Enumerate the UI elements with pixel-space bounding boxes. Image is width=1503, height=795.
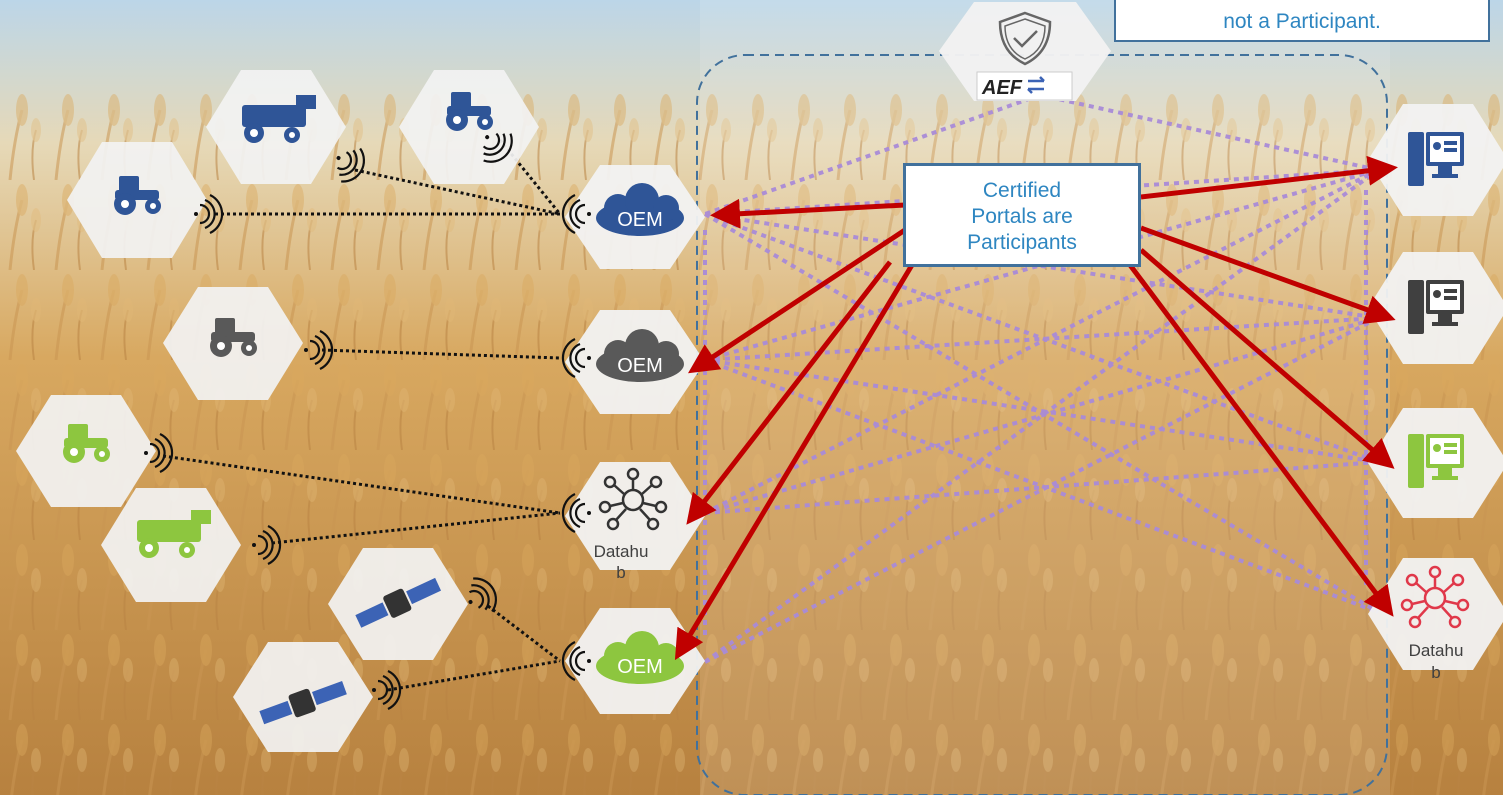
- oem-label: OEM: [617, 656, 663, 678]
- computer-portal-icon: [1408, 280, 1464, 334]
- purple-link: [1039, 93, 1379, 172]
- purple-link: [704, 168, 1379, 362]
- tractor-icon: [210, 318, 257, 357]
- purple-link: [704, 316, 1379, 515]
- device-links: [162, 139, 562, 692]
- hex-datahub-right: Datahu b: [1368, 558, 1503, 682]
- hex-satellite-2: [233, 642, 402, 752]
- satellite-icon: [259, 681, 347, 725]
- hex-aef-certification: AEF: [939, 2, 1111, 101]
- hex-oem-green: OEM: [561, 608, 705, 714]
- purple-link: [704, 358, 1379, 464]
- callout-line-2: Portals are: [971, 205, 1073, 228]
- hex-green-tractor: [16, 395, 174, 507]
- link-small-tractor-oem: [498, 139, 562, 215]
- link-satellite-2-oem: [387, 659, 561, 692]
- purple-link: [704, 168, 1379, 216]
- oem-label: OEM: [617, 209, 663, 231]
- combine-harvester-icon: [137, 510, 211, 558]
- arrow-to-computer-grey: [1140, 225, 1396, 324]
- participant-arrows: [674, 155, 1398, 661]
- hex-computer-blue: [1368, 104, 1503, 216]
- hub-icon: [598, 467, 668, 531]
- hex-blue-tractor-left: [67, 142, 224, 258]
- datahub-label-line2: b: [1431, 663, 1440, 682]
- purple-link: [704, 460, 1379, 515]
- computer-portal-icon: [1408, 132, 1464, 186]
- aef-label: AEF: [981, 77, 1023, 99]
- arrow-to-datahub-left: [686, 260, 892, 525]
- link-blue-combine-oem: [354, 168, 561, 216]
- cloud-icon: [596, 183, 684, 236]
- hex-oem-blue: OEM: [561, 165, 705, 269]
- link-grey-tractor-oem: [321, 348, 561, 360]
- tractor-icon: [63, 424, 110, 463]
- callout-certified-portals: Certified Portals are Participants: [903, 163, 1141, 267]
- datahub-label-line2: b: [616, 563, 625, 582]
- callout-not-participant-text: not a Participant.: [1223, 10, 1381, 33]
- hex-datahub-left: Datahu b: [561, 462, 705, 582]
- callout-line-1: Certified: [982, 179, 1062, 202]
- hex-grey-tractor: [163, 287, 334, 400]
- arrow-to-oem-green: [674, 263, 915, 661]
- hex-satellite-1: [328, 548, 504, 660]
- hub-icon: [1400, 565, 1470, 629]
- satellite-icon: [355, 577, 442, 628]
- exchange-arrows-icon: [1027, 76, 1045, 94]
- callout-line-3: Participants: [967, 231, 1077, 254]
- hex-computer-grey: [1368, 252, 1503, 364]
- arrow-to-computer-blue: [1140, 155, 1398, 200]
- hex-green-combine: [101, 488, 282, 602]
- hex-computer-green: [1368, 408, 1503, 518]
- arrow-to-oem-grey: [687, 227, 907, 374]
- link-green-tractor-datahub: [162, 454, 561, 515]
- oem-label: OEM: [617, 355, 663, 377]
- certified-portal-boundary: [696, 54, 1388, 795]
- datahub-label-line1: Datahu: [1409, 641, 1464, 660]
- hex-oem-grey: OEM: [561, 310, 705, 414]
- light-overlay: [700, 0, 1390, 795]
- hex-blue-combine: [206, 70, 372, 189]
- aef-badge: [976, 71, 1073, 101]
- tractor-icon: [114, 176, 161, 215]
- shield-check-icon: [998, 11, 1052, 66]
- callout-not-participant: not a Participant.: [1114, 0, 1490, 42]
- cloud-icon: [596, 329, 684, 382]
- cloud-icon: [596, 631, 684, 684]
- arrow-to-oem-blue: [710, 198, 906, 229]
- tractor-icon: [446, 92, 493, 131]
- purple-link: [703, 168, 1380, 664]
- datahub-label-line1: Datahu: [594, 542, 649, 561]
- arrow-to-datahub-right: [1127, 263, 1394, 617]
- computer-portal-icon: [1408, 434, 1464, 488]
- combine-harvester-icon: [242, 95, 316, 143]
- hex-blue-tractor-top: [399, 70, 539, 184]
- arrow-to-computer-green: [1139, 248, 1395, 469]
- link-green-combine-datahub: [271, 511, 561, 545]
